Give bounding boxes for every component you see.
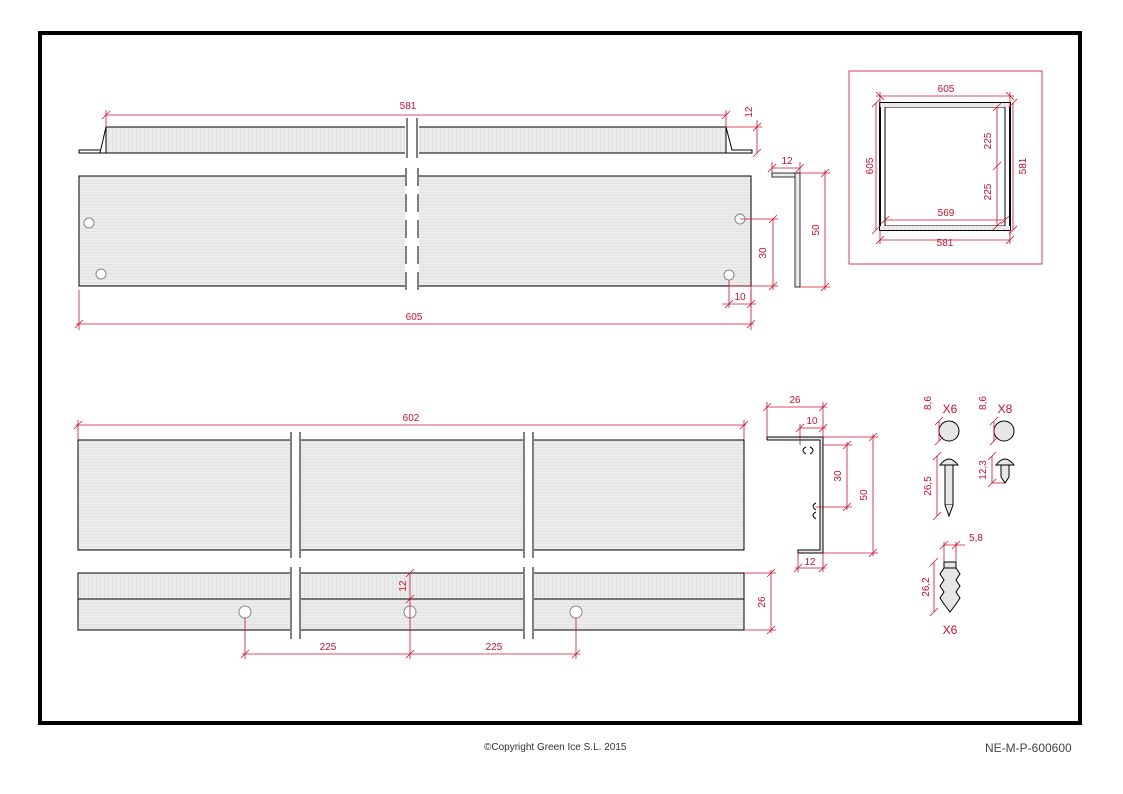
dim-label-10-section: 10 (806, 416, 818, 427)
dim-label-30-top: 30 (758, 247, 769, 259)
frame-view (848, 70, 1043, 265)
dim-label-12-rail: 12 (398, 580, 409, 592)
dim-label-cap-b: 8,6 (978, 396, 989, 410)
hole (569, 605, 583, 619)
dim-12-right (726, 120, 762, 158)
bottom-c-section (766, 436, 824, 554)
dim-label-581-top: 581 (400, 101, 417, 112)
dim-605-bottom (74, 290, 756, 330)
dim-label-cap-a: 8,6 (923, 396, 934, 410)
hole (83, 217, 95, 229)
dim-label-225-upper: 225 (983, 132, 994, 149)
screw (938, 458, 960, 518)
hole (238, 605, 252, 619)
dim-label-602: 602 (403, 413, 420, 424)
dim-label-569: 569 (938, 208, 955, 219)
dim-label-26-rail: 26 (757, 596, 768, 608)
dim-label-12-lsection: 12 (781, 156, 793, 167)
dim-l-section (767, 162, 830, 292)
dim-label-225-a: 225 (320, 642, 337, 653)
hole (95, 268, 107, 280)
dim-frame (871, 91, 1018, 245)
dim-label-screw: 26,5 (923, 476, 934, 496)
qty-label-cap-a: X6 (943, 402, 958, 416)
dim-c-section (762, 402, 878, 573)
dim-label-26-section: 26 (789, 395, 801, 406)
sheet-border (38, 31, 1082, 725)
drawing-code: NE-M-P-600600 (985, 741, 1072, 755)
dim-label-605-frame-top: 605 (938, 84, 955, 95)
dim-602 (73, 420, 749, 440)
dim-label-rivet: 12,3 (978, 460, 989, 480)
dim-label-50-section: 50 (859, 489, 870, 501)
dim-bottom-rail (240, 568, 776, 659)
hole (723, 269, 735, 281)
top-panel (78, 168, 752, 294)
dim-label-605-frame-left: 605 (865, 157, 876, 174)
top-l-section (771, 172, 801, 288)
wall-plug (939, 561, 961, 613)
dim-label-12-section: 12 (804, 557, 816, 568)
dim-label-605-bottom: 605 (406, 312, 423, 323)
qty-label-cap-b: X8 (998, 402, 1013, 416)
dim-581-top (101, 110, 731, 127)
bottom-panel (77, 432, 745, 558)
dim-label-plug-width: 5,8 (969, 533, 983, 544)
dim-label-225-lower: 225 (983, 183, 994, 200)
top-profile-strip (78, 118, 753, 158)
dim-label-plug-length: 26,2 (921, 577, 932, 597)
dim-label-225-b: 225 (486, 642, 503, 653)
dim-label-12-right: 12 (744, 106, 755, 118)
dim-hardware (929, 416, 1005, 617)
rivet (994, 458, 1016, 484)
dim-label-10-top: 10 (734, 292, 746, 303)
bottom-rail (77, 567, 745, 639)
dim-label-30-section: 30 (833, 470, 844, 482)
dim-label-581-frame-bottom: 581 (937, 238, 954, 249)
copyright-text: ©Copyright Green Ice S.L. 2015 (484, 742, 627, 753)
qty-label-plug: X6 (943, 623, 958, 637)
dim-label-50-lsection: 50 (811, 224, 822, 236)
dim-label-581-frame-right: 581 (1018, 157, 1029, 174)
